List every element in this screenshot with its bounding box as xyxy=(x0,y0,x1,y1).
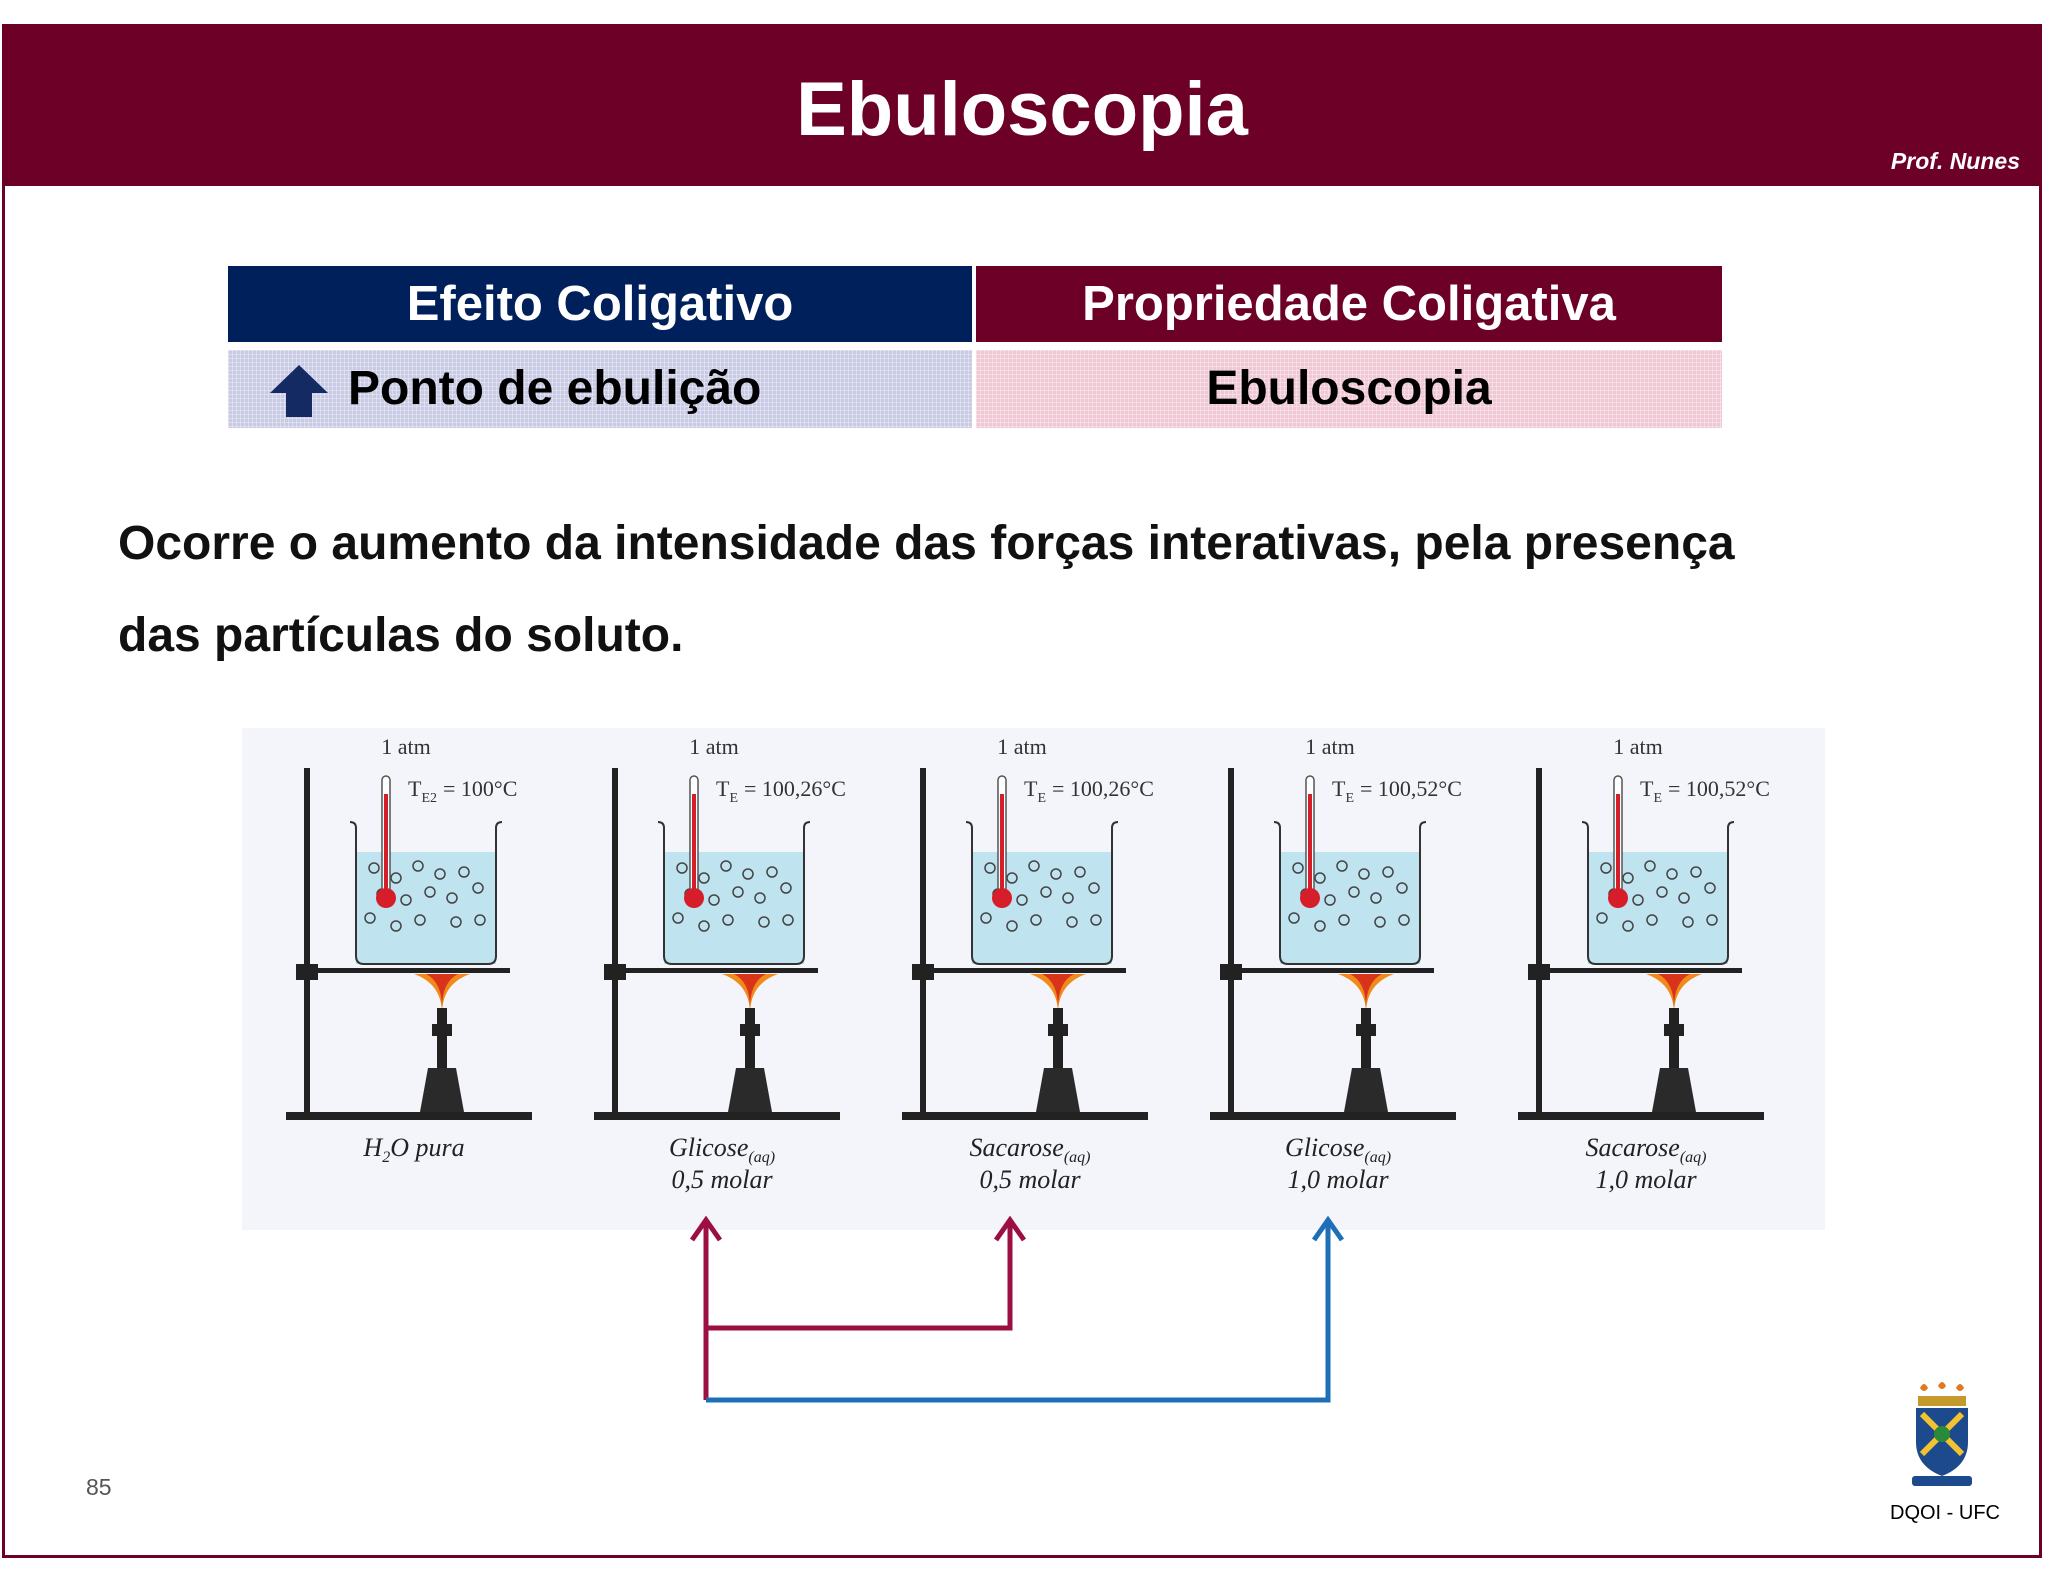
body-line-2: das partículas do soluto. xyxy=(118,609,684,662)
solution-label: H2O pura xyxy=(362,1133,464,1166)
boiling-point-label: Ponto de ebulição xyxy=(348,362,762,415)
ufc-logo xyxy=(1912,1382,1972,1486)
temperature-label: TE= 100,26°C xyxy=(1024,776,1154,806)
pressure-label: 1 atm xyxy=(381,734,431,759)
coligative-table: Efeito Coligativo Propriedade Coligativa… xyxy=(228,266,1722,428)
temperature-label: TE= 100,52°C xyxy=(1332,776,1462,806)
concentration-label: 1,0 molar xyxy=(1287,1165,1389,1194)
pressure-label: 1 atm xyxy=(1305,734,1355,759)
table-header-property: Propriedade Coligativa xyxy=(976,266,1722,342)
page-number: 85 xyxy=(86,1474,112,1500)
solution-label: Glicose(aq) xyxy=(669,1133,775,1166)
solution-label: Sacarose(aq) xyxy=(1585,1133,1706,1166)
table-header-effect: Efeito Coligativo xyxy=(228,266,972,342)
department-label: DQOI - UFC xyxy=(1890,1502,2000,1524)
slide-title: Ebuloscopia xyxy=(796,67,1248,152)
concentration-label: 1,0 molar xyxy=(1595,1165,1697,1194)
pressure-label: 1 atm xyxy=(997,734,1047,759)
table-cell-property: Ebuloscopia xyxy=(976,350,1722,428)
author-label: Prof. Nunes xyxy=(1890,148,2020,174)
body-paragraph: Ocorre o aumento da intensidade das forç… xyxy=(118,498,1938,682)
slide-header: Ebuloscopia Prof. Nunes xyxy=(2,24,2042,186)
concentration-label: 0,5 molar xyxy=(979,1165,1081,1194)
up-arrow-icon xyxy=(270,365,328,418)
temperature-label: TE2= 100°C xyxy=(408,776,517,806)
solution-label: Glicose(aq) xyxy=(1285,1133,1391,1166)
temperature-label: TE= 100,26°C xyxy=(716,776,846,806)
solution-label: Sacarose(aq) xyxy=(969,1133,1090,1166)
concentration-label: 0,5 molar xyxy=(671,1165,773,1194)
blue-comparison-arrow xyxy=(706,1215,1345,1403)
temperature-label: TE= 100,52°C xyxy=(1640,776,1770,806)
pressure-label: 1 atm xyxy=(1613,734,1663,759)
pressure-label: 1 atm xyxy=(689,734,739,759)
table-cell-effect: Ponto de ebulição xyxy=(228,350,972,428)
red-comparison-arrow xyxy=(689,1215,1027,1400)
body-line-1: Ocorre o aumento da intensidade das forç… xyxy=(118,517,1735,570)
